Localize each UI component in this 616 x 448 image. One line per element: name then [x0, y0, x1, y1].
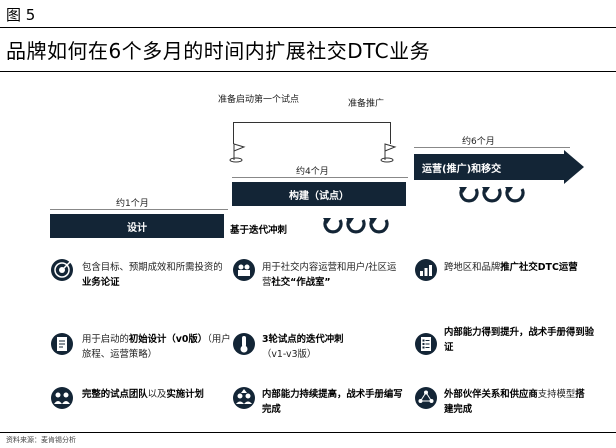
item-text-bold: 推广社交DTC运营: [500, 262, 578, 273]
milestone-tick-left: [233, 122, 234, 144]
target-icon: [50, 258, 74, 286]
list-item: 用于社交内容运营和用户/社区运营社交“作战室”: [262, 260, 404, 290]
duration-build: 约4个月: [296, 167, 329, 177]
item-text: 支持模型: [537, 389, 576, 400]
checklist-icon: [414, 332, 438, 360]
item-text-bold: 内部能力得到提升，战术手册得到验证: [444, 327, 595, 353]
list-item: 3轮试点的迭代冲刺 （v1-v3版）: [262, 332, 404, 362]
list-item: 外部伙伴关系和供应商支持模型搭建完成: [444, 387, 594, 417]
duration-line-design: [50, 209, 228, 210]
milestone-tick-right: [390, 122, 391, 144]
item-text-bold: 外部伙伴关系和供应商: [444, 389, 538, 400]
source-note: 资料来源：麦肯锡分析: [6, 436, 76, 444]
list-item: 包含目标、预期成效和所需投资的业务论证: [82, 260, 230, 290]
duration-design: 约1个月: [116, 199, 149, 209]
bottom-divider: [0, 432, 616, 433]
phase-operate-arrow: [414, 150, 584, 184]
list-item: 完整的试点团队以及实施计划: [82, 387, 232, 402]
figure-label: 图 5: [6, 6, 36, 24]
item-text: （v1-v3版）: [262, 349, 317, 360]
item-text: 以及: [147, 389, 167, 400]
item-text: （用户旅程、运营策略）: [82, 334, 231, 360]
team-growth-icon: [232, 386, 256, 414]
item-text-bold: 实施计划: [166, 389, 204, 400]
sprint-label: 基于迭代冲刺: [230, 225, 288, 236]
item-text: 用于启动的: [82, 334, 129, 345]
milestone-bracket: [233, 122, 391, 123]
item-text: 跨地区和品牌: [444, 262, 501, 273]
item-text-bold: 完整的试点团队: [82, 389, 148, 400]
list-item: 跨地区和品牌推广社交DTC运营: [444, 260, 594, 275]
item-text: 包含目标、预期成效和所需投资的: [82, 262, 223, 273]
timeline: 准备启动第一个试点 准备推广 约1个月 约4个月 约6个月 设计 构建（试点） …: [0, 72, 616, 247]
partners-icon: [414, 386, 438, 414]
list-item: 内部能力持续提高，战术手册编写完成: [262, 387, 404, 417]
item-text-bold: 初始设计（v0版）: [128, 334, 208, 345]
item-text-bold: 3轮试点的迭代冲刺: [262, 334, 344, 345]
flag-icon: [380, 143, 397, 163]
duration-operate: 约6个月: [462, 137, 495, 147]
thermometer-icon: [232, 332, 256, 360]
page-title: 品牌如何在6个多月的时间内扩展社交DTC业务: [6, 39, 431, 63]
list-item: 内部能力得到提升，战术手册得到验证: [444, 325, 594, 355]
item-text-bold: 内部能力持续提高，战术手册编写完成: [262, 389, 403, 415]
milestone-pilot-label: 准备启动第一个试点: [218, 95, 300, 105]
top-divider: [0, 27, 616, 28]
people-icon: [232, 258, 256, 286]
sprint-cycle-icons: [323, 218, 389, 234]
flag-icon: [229, 143, 246, 163]
item-text-bold: 业务论证: [82, 277, 120, 288]
phase-operate-label: 运营(推广)和移交: [422, 163, 502, 175]
document-icon: [50, 332, 74, 360]
team-icon: [50, 386, 74, 414]
list-item: 用于启动的初始设计（v0版）（用户旅程、运营策略）: [82, 332, 232, 362]
duration-line-build: [232, 177, 408, 178]
phase-build-bar: 构建（试点）: [232, 182, 406, 206]
phase-design-bar: 设计: [50, 214, 224, 238]
sprint-cycle-icons: [459, 187, 525, 203]
growth-chart-icon: [414, 258, 438, 286]
item-text: 用于社交内容运营和用户/社区运营: [262, 262, 397, 288]
item-text-bold: 搭建完成: [444, 389, 585, 415]
title-divider: [0, 71, 616, 72]
duration-line-operate: [414, 147, 570, 148]
item-text-bold: 社交“作战室”: [271, 277, 331, 288]
milestone-promo-label: 准备推广: [348, 99, 385, 109]
